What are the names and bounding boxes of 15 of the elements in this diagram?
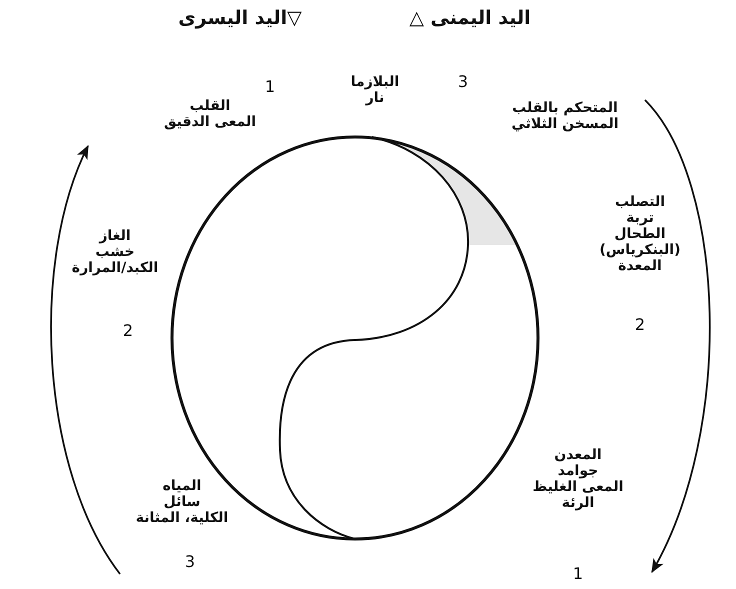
element-label: المياه سائل الكلية، المثانة: [136, 478, 228, 526]
number-label: 3: [456, 73, 470, 92]
hand-label: اليد اليمنى △: [409, 8, 531, 30]
element-label: المعدن جوامد المعى الغليظ الرئة: [532, 447, 624, 512]
number-label: 2: [122, 322, 134, 340]
element-label: البلازما نار: [350, 74, 400, 106]
number-label: 2: [634, 316, 646, 334]
number-label: 1: [264, 78, 276, 96]
number-label: 1: [572, 565, 584, 584]
element-label: التصلب تربة الطحال (البنكرياس) المعدة: [600, 194, 680, 274]
element-label: الغاز خشب الكبد/المرارة: [72, 228, 158, 276]
number-label: 3: [184, 553, 196, 572]
element-label: المتحكم بالقلب المسخن الثلاثي: [511, 100, 619, 132]
element-label: القلب المعى الدقيق: [164, 98, 256, 130]
hand-label: ▽اليد اليسرى: [178, 8, 302, 30]
